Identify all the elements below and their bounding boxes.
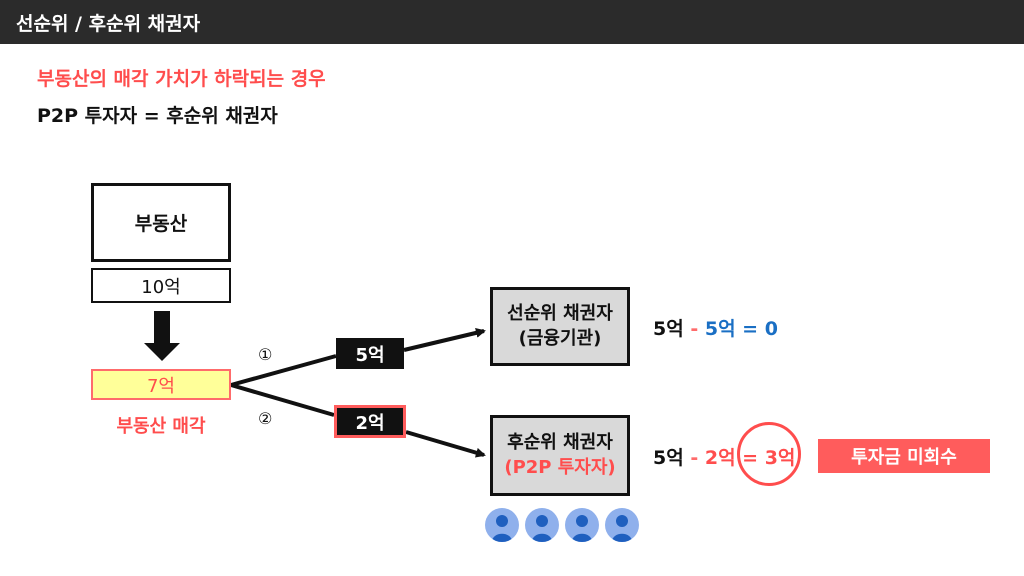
investor-icon xyxy=(485,508,519,542)
property-value-box: 10억 xyxy=(91,268,231,303)
senior-eq-a: 5억 xyxy=(653,318,684,340)
junior-eq-op: - xyxy=(690,447,699,469)
senior-creditor-box: 선순위 채권자 (금융기관) xyxy=(490,287,630,366)
property-box: 부동산 xyxy=(91,183,231,262)
junior-eq-a: 5억 xyxy=(653,447,684,469)
sale-label: 부동산 매각 xyxy=(116,416,206,437)
route-marker-2: ② xyxy=(258,409,273,428)
investor-group xyxy=(485,508,639,542)
subtitle-definition: P2P 투자자 = 후순위 채권자 xyxy=(37,105,278,127)
senior-eq-op: - xyxy=(690,318,699,340)
junior-eq-b: 2억 xyxy=(704,447,736,469)
senior-eq-b: 5억 xyxy=(704,318,736,340)
header-title: 선순위 / 후순위 채권자 xyxy=(16,12,201,35)
senior-equation: 5억 - 5억 = 0 xyxy=(653,314,778,341)
senior-creditor-subtitle: (금융기관) xyxy=(518,327,602,349)
amount-senior-box: 5억 xyxy=(336,338,404,369)
junior-creditor-box: 후순위 채권자 (P2P 투자자) xyxy=(490,415,630,496)
investor-icon xyxy=(565,508,599,542)
loss-badge: 투자금 미회수 xyxy=(818,439,990,473)
route-marker-1: ① xyxy=(258,345,273,364)
junior-creditor-subtitle: (P2P 투자자) xyxy=(504,456,616,478)
senior-creditor-title: 선순위 채권자 xyxy=(507,303,613,325)
sale-value-box: 7억 xyxy=(91,369,231,400)
route-line-junior xyxy=(230,383,335,417)
route-arrow-junior xyxy=(405,430,486,458)
junior-creditor-title: 후순위 채권자 xyxy=(507,432,613,454)
down-arrow-icon xyxy=(144,311,180,361)
subtitle-condition: 부동산의 매각 가치가 하락되는 경우 xyxy=(37,68,326,90)
header-bar: 선순위 / 후순위 채권자 xyxy=(0,0,1024,44)
route-arrow-senior xyxy=(403,327,486,352)
loss-highlight-circle xyxy=(737,422,801,486)
senior-eq-result: = 0 xyxy=(742,318,778,340)
investor-icon xyxy=(525,508,559,542)
route-line-senior xyxy=(230,354,337,387)
amount-junior-box: 2억 xyxy=(334,405,406,438)
investor-icon xyxy=(605,508,639,542)
